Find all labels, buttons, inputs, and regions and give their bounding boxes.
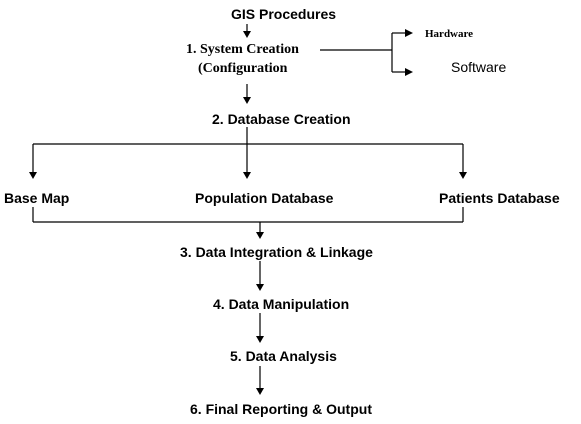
- node-data-manipulation: 4. Data Manipulation: [213, 296, 350, 312]
- arrow-to-data-manipulation: [256, 261, 264, 291]
- connector-merge: [32, 207, 464, 223]
- node-database-creation: 2. Database Creation: [212, 111, 351, 127]
- arrow-system-to-database-creation: [243, 84, 251, 104]
- arrow-to-final-reporting: [256, 366, 264, 395]
- arrow-to-data-analysis: [256, 313, 264, 343]
- arrow-to-data-integration: [256, 222, 264, 239]
- node-system-creation-line2: (Configuration: [198, 61, 288, 76]
- node-hardware: Hardware: [425, 28, 474, 40]
- arrow-to-patients-database: [459, 144, 467, 179]
- node-base-map: Base Map: [4, 190, 70, 206]
- node-final-reporting: 6. Final Reporting & Output: [190, 401, 372, 417]
- arrow-to-base-map: [29, 144, 37, 179]
- node-population-database: Population Database: [195, 190, 334, 206]
- node-data-integration: 3. Data Integration & Linkage: [180, 244, 373, 260]
- arrow-to-software: [392, 68, 413, 76]
- node-data-analysis: 5. Data Analysis: [230, 348, 337, 364]
- node-software: Software: [451, 59, 507, 75]
- node-patients-database: Patients Database: [439, 190, 560, 206]
- node-system-creation-line1: 1. System Creation: [186, 42, 299, 57]
- connector-database-split: [33, 127, 463, 145]
- connector-system-creation-branch: [320, 33, 393, 72]
- arrow-to-hardware: [392, 29, 413, 37]
- arrow-to-population-database: [243, 144, 251, 179]
- diagram-title: GIS Procedures: [231, 6, 337, 22]
- arrow-title-to-system-creation: [243, 24, 251, 38]
